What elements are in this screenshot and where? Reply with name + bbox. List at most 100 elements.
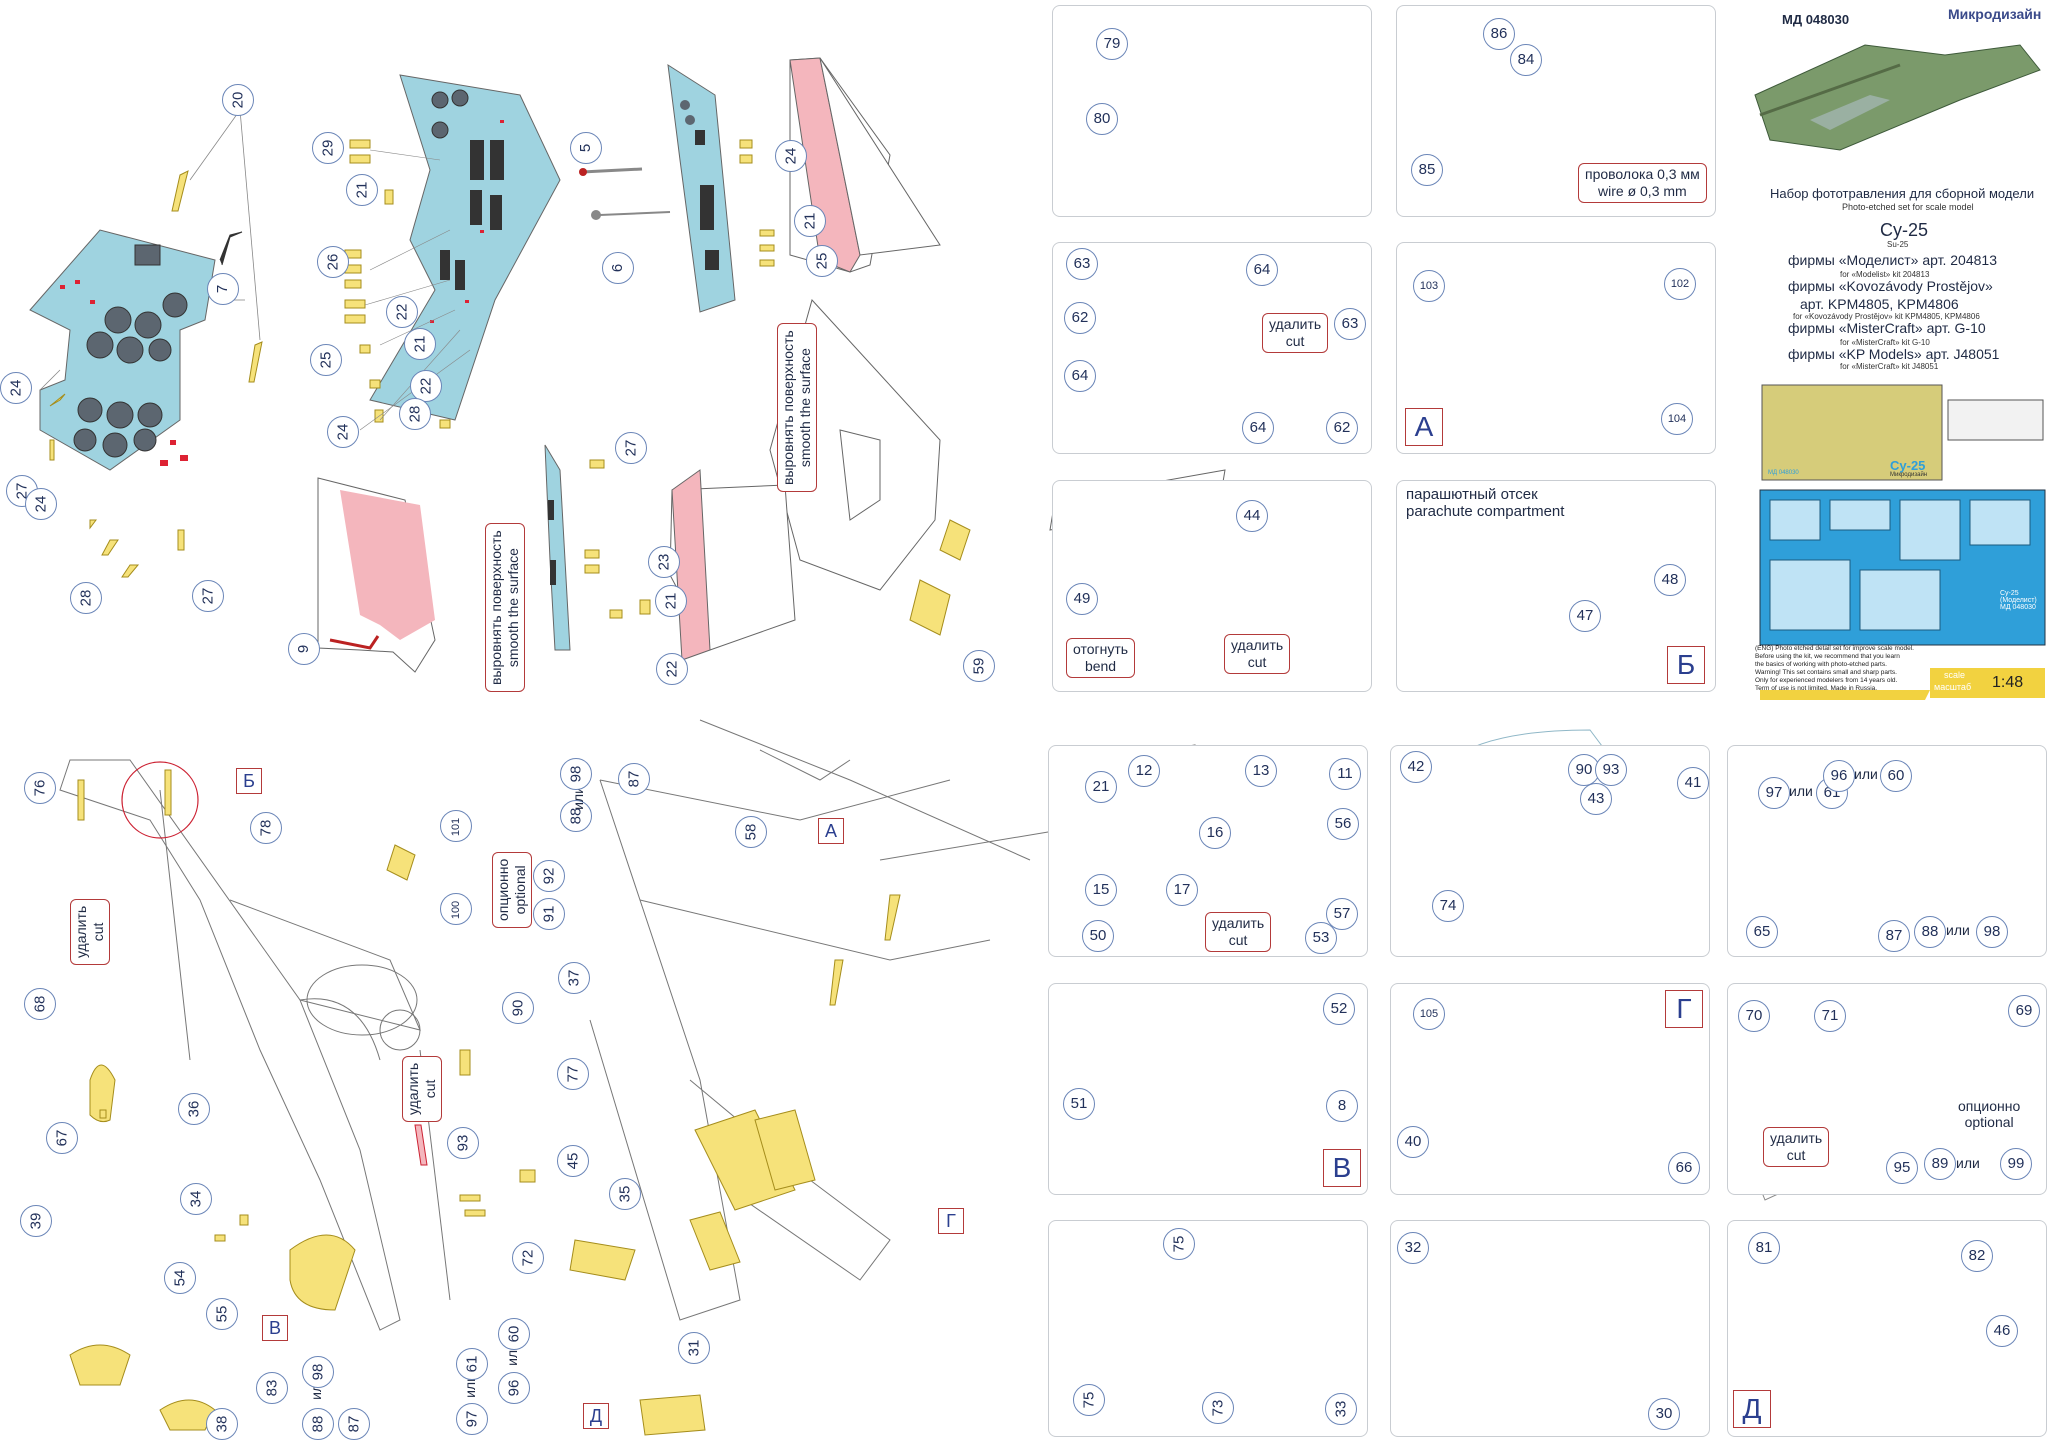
callout-33: 33: [1325, 1393, 1357, 1425]
callout-36: 36: [178, 1093, 210, 1125]
callout-66: 66: [1668, 1152, 1700, 1184]
product-code: МД 048030: [1782, 12, 1850, 27]
callout-58: 58: [735, 816, 767, 848]
callout-48: 48: [1654, 564, 1686, 596]
callout-25: 25: [806, 245, 838, 277]
section-letter-b: Б: [1667, 646, 1705, 684]
callout-15: 15: [1085, 874, 1117, 906]
callout-75: 75: [1073, 1384, 1105, 1416]
callout-90: 90: [1568, 754, 1600, 786]
fret2-label: Су-25 (Моделист) МД 048030: [2000, 590, 2037, 611]
callout-97: 97: [1758, 777, 1790, 809]
callout-87: 87: [1878, 920, 1910, 952]
callout-59: 59: [963, 650, 995, 682]
callout-21: 21: [404, 328, 436, 360]
callout-83: 83: [256, 1372, 288, 1404]
cut-note-ru: удалить: [1269, 316, 1322, 332]
callout-32: 32: [1397, 1232, 1429, 1264]
callout-42: 42: [1400, 751, 1432, 783]
callout-93: 93: [447, 1127, 479, 1159]
scale-value: 1:48: [1992, 674, 2024, 691]
callout-68: 68: [24, 988, 56, 1020]
parachute-note-en: parachute compartment: [1406, 503, 1565, 520]
or-label: или: [1789, 783, 1813, 799]
callout-82: 82: [1961, 1240, 1993, 1272]
section-letter-a: А: [1405, 408, 1443, 446]
brand-logo: Микродизайн: [1948, 6, 2042, 22]
callout-70: 70: [1738, 1000, 1770, 1032]
parachute-note: парашютный отсек parachute compartment: [1406, 486, 1564, 520]
panel-v: [1048, 983, 1368, 1195]
callout-29: 29: [312, 132, 344, 164]
callout-39: 39: [20, 1205, 52, 1237]
cut-note: удалить cut: [70, 898, 110, 965]
optional-note-ru: опционно: [1958, 1098, 2021, 1114]
cut-note-en: cut: [422, 1079, 438, 1099]
callout-60: 60: [1880, 760, 1912, 792]
title-en: Photo-etched set for scale model: [1842, 202, 1974, 212]
callout-46: 46: [1986, 1315, 2018, 1347]
callout-21: 21: [1085, 771, 1117, 803]
or-label: или: [1854, 766, 1878, 782]
callout-21: 21: [655, 585, 687, 617]
callout-89: 89: [1924, 1148, 1956, 1180]
cut-note: удалить cut: [1763, 1127, 1830, 1167]
callout-49: 49: [1066, 583, 1098, 615]
callout-103: 103: [1413, 270, 1445, 302]
wire-note-en: wire ø 0,3 mm: [1598, 183, 1687, 199]
callout-90: 90: [502, 992, 534, 1024]
callout-9: 9: [288, 633, 320, 665]
callout-104: 104: [1661, 403, 1693, 435]
callout-96: 96: [1823, 760, 1855, 792]
callout-75: 75: [1163, 1228, 1195, 1260]
cut-note-en: cut: [1285, 333, 1305, 349]
callout-23: 23: [648, 546, 680, 578]
callout-81: 81: [1748, 1232, 1780, 1264]
smooth-note: выровнять поверхность smooth the surface: [777, 323, 817, 492]
warning-line: (ENG) Photo etched detail set for improv…: [1755, 645, 1914, 652]
optional-note-en: optional: [512, 865, 528, 915]
callout-105: 105: [1413, 998, 1445, 1030]
section-letter-d: Д: [1733, 1390, 1771, 1428]
callout-35: 35: [609, 1178, 641, 1210]
callout-98: 98: [302, 1356, 334, 1388]
callout-73: 73: [1202, 1392, 1234, 1424]
or-label: или: [1946, 922, 1970, 938]
bend-note-ru: отогнуть: [1073, 641, 1129, 657]
callout-13: 13: [1245, 755, 1277, 787]
optional-note-en: optional: [1964, 1114, 2014, 1130]
warning-line: Only for experienced modelers from 14 ye…: [1755, 677, 1898, 684]
optional-note: опционно optional: [492, 851, 532, 928]
wire-note-ru: проволока 0,3 мм: [1585, 166, 1700, 182]
fret-label: Су-25: [1890, 458, 1926, 473]
callout-22: 22: [656, 653, 688, 685]
callout-64: 64: [1246, 254, 1278, 286]
fret-brand: Микродизайн: [1890, 472, 1928, 478]
callout-30: 30: [1648, 1398, 1680, 1430]
section-letter-g: Г: [1665, 990, 1703, 1028]
cut-note-en: cut: [1247, 654, 1267, 670]
callout-24: 24: [25, 488, 57, 520]
callout-100: 100: [440, 893, 472, 925]
model-en: Su-25: [1887, 240, 1909, 249]
kit-4: фирмы «MisterCraft» арт. G-10: [1788, 320, 1986, 336]
callout-74: 74: [1432, 890, 1464, 922]
callout-40: 40: [1397, 1126, 1429, 1158]
callout-24: 24: [0, 372, 32, 404]
callout-34: 34: [180, 1183, 212, 1215]
callout-61: 61: [456, 1348, 488, 1380]
section-marker-a: А: [818, 818, 844, 844]
kit-4-en: for «MisterCraft» kit G-10: [1840, 338, 1930, 347]
scale-badge: scale масштаб 1:48: [1930, 668, 2045, 698]
cut-note-en: cut: [1786, 1147, 1806, 1163]
cut-note-ru: удалить: [1770, 1130, 1823, 1146]
kit-5: фирмы «KP Models» арт. J48051: [1788, 346, 2000, 362]
callout-62: 62: [1326, 412, 1358, 444]
callout-91: 91: [533, 898, 565, 930]
smooth-note: выровнять поверхность smooth the surface: [485, 523, 525, 692]
callout-5: 5: [570, 132, 602, 164]
callout-12: 12: [1128, 755, 1160, 787]
callout-16: 16: [1199, 817, 1231, 849]
callout-96: 96: [498, 1372, 530, 1404]
callout-24: 24: [327, 416, 359, 448]
